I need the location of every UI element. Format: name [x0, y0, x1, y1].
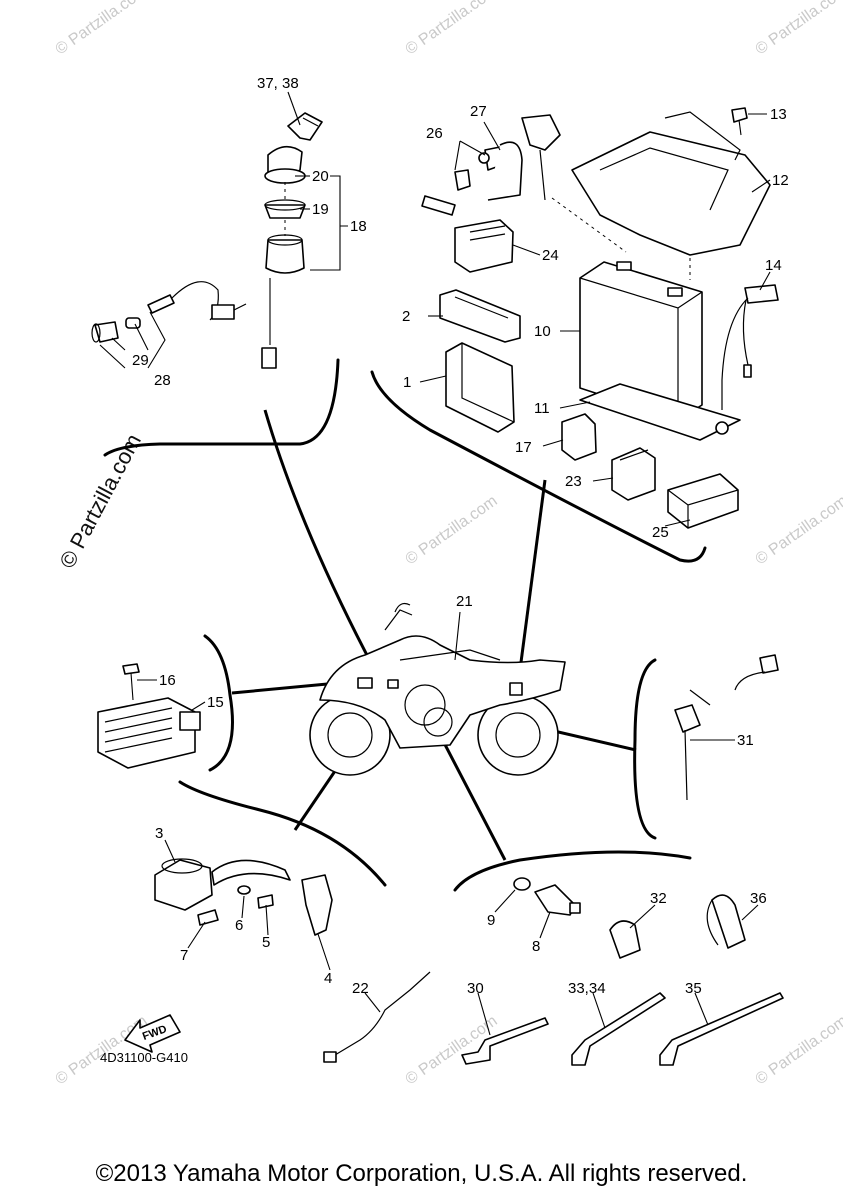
callout-4: 4: [324, 970, 332, 987]
callout-20: 20: [312, 168, 329, 185]
watermark-main: © Partzilla.com: [54, 430, 146, 573]
callout-31: 31: [737, 732, 754, 749]
band-33-34: [571, 992, 666, 1066]
callout-7: 7: [180, 947, 188, 964]
callout-6: 6: [235, 917, 243, 934]
main-switch-assembly: [261, 112, 323, 369]
callout-13: 13: [770, 106, 787, 123]
fwd-arrow: FWD: [124, 1014, 181, 1053]
watermark: © Partzilla.com: [753, 0, 843, 58]
callout-5: 5: [262, 934, 270, 951]
callout-10: 10: [534, 323, 551, 340]
callout-35: 35: [685, 980, 702, 997]
callout-11: 11: [534, 400, 550, 417]
callout-14: 14: [765, 257, 782, 274]
callout-33-34: 33,34: [568, 980, 606, 997]
callout-15: 15: [207, 694, 224, 711]
callout-1: 1: [403, 374, 411, 391]
watermark: © Partzilla.com: [753, 1013, 843, 1089]
sensor-8: [513, 877, 581, 916]
callout-21: 21: [456, 593, 473, 610]
copyright-notice: ©2013 Yamaha Motor Corporation, U.S.A. A…: [95, 1160, 748, 1187]
connector-lines: [231, 409, 637, 861]
callout-27: 27: [470, 103, 487, 120]
watermark: © Partzilla.com: [403, 493, 501, 569]
callout-12: 12: [772, 172, 789, 189]
callout-29: 29: [132, 352, 149, 369]
watermark: © Partzilla.com: [753, 493, 843, 569]
callout-28: 28: [154, 372, 171, 389]
callout-17: 17: [515, 439, 532, 456]
lead-22: [323, 971, 431, 1063]
group-brackets: [103, 358, 707, 892]
watermark: © Partzilla.com: [403, 0, 501, 58]
clamp-32: [609, 920, 641, 959]
clamp-36: [706, 894, 746, 949]
callout-8: 8: [532, 938, 540, 955]
callout-22: 22: [352, 980, 369, 997]
band-30: [461, 1017, 549, 1065]
callout-labels: 37, 38 20 19 18 29 28 27 26 24 2 1 10 11…: [132, 75, 789, 997]
connector-assembly: [91, 281, 247, 343]
callout-32: 32: [650, 890, 667, 907]
block-25: [667, 473, 739, 529]
callout-36: 36: [750, 890, 767, 907]
callout-19: 19: [312, 201, 329, 218]
leader-lines: [99, 91, 771, 1036]
callout-18: 18: [350, 218, 367, 235]
relay-23: [611, 447, 656, 501]
rectifier: [97, 663, 201, 769]
ignition-coil: [154, 858, 333, 936]
callout-9: 9: [487, 912, 495, 929]
watermark: © Partzilla.com: [53, 0, 151, 58]
band-35: [659, 992, 784, 1066]
relay-17: [561, 413, 597, 461]
callout-30: 30: [467, 980, 484, 997]
callout-23: 23: [565, 473, 582, 490]
callout-37-38: 37, 38: [257, 75, 299, 92]
callout-24: 24: [542, 247, 559, 264]
switch-31: [674, 654, 779, 801]
drawing-code: 4D31100-G410: [100, 1050, 188, 1065]
callout-25: 25: [652, 524, 669, 541]
relay-assembly: [421, 114, 561, 273]
callout-16: 16: [159, 672, 176, 689]
callout-3: 3: [155, 825, 163, 842]
atv-drawing: [309, 602, 566, 776]
cdi-unit: [439, 289, 521, 433]
callout-2: 2: [402, 308, 410, 325]
callout-26: 26: [426, 125, 443, 142]
battery-assembly: [551, 107, 779, 441]
